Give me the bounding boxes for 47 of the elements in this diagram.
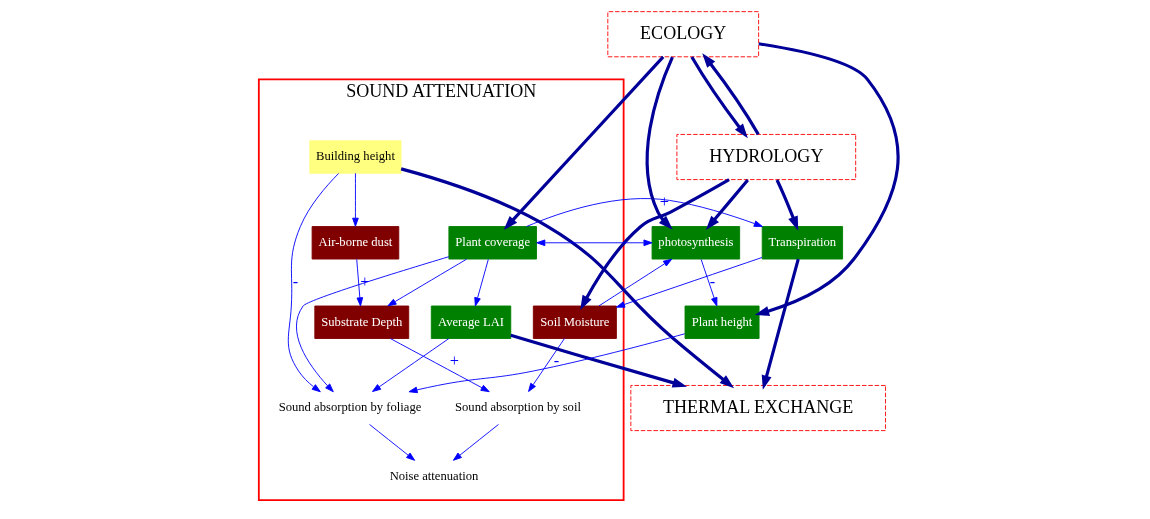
arrow <box>775 179 799 231</box>
arrow <box>754 42 900 316</box>
arrow <box>700 258 718 307</box>
node-text: Noise attenuation <box>389 469 479 483</box>
arrow <box>510 333 688 388</box>
node-box: Transpiration <box>761 226 844 260</box>
arrow <box>372 338 450 392</box>
arrow <box>296 256 450 393</box>
arrow <box>690 56 748 139</box>
arrow <box>287 172 340 393</box>
arrow <box>536 239 653 247</box>
edge-label: - <box>553 351 560 370</box>
arrow <box>580 178 730 310</box>
node-box: THERMAL EXCHANGE <box>630 385 886 432</box>
node-box: Substrate Depth <box>314 305 410 339</box>
node-box: Average LAI <box>430 305 512 339</box>
arrow <box>702 53 760 136</box>
arrow <box>356 258 364 307</box>
arrow <box>408 333 686 394</box>
edge-label: - <box>292 272 299 291</box>
arrow <box>705 178 749 230</box>
arrow <box>503 55 665 231</box>
arrow <box>352 172 359 227</box>
arrow <box>528 338 565 392</box>
arrow <box>761 258 800 390</box>
arrow <box>369 424 416 461</box>
node-text: Sound absorption by soil <box>455 400 581 415</box>
arrow <box>474 258 489 307</box>
node-box: Plant coverage <box>448 226 537 260</box>
node-box: HYDROLOGY <box>676 134 857 181</box>
edge-label: + <box>449 351 459 370</box>
arrow <box>645 56 674 230</box>
node-box: photosynthesis <box>651 226 741 260</box>
edge-label: - <box>709 272 716 291</box>
node-text: Sound absorption by foliage <box>278 400 422 415</box>
arrow <box>598 258 673 307</box>
arrow <box>452 424 499 461</box>
arrow <box>616 257 763 308</box>
arrow <box>526 198 763 227</box>
node-box: ECOLOGY <box>607 11 760 58</box>
node-box: Air-borne dust <box>311 226 400 260</box>
node-box: Building height <box>309 140 402 174</box>
node-box: Plant height <box>684 305 760 339</box>
node-box: Soil Moisture <box>532 305 617 339</box>
arrow <box>387 258 467 307</box>
arrow <box>400 167 735 389</box>
arrow <box>389 338 490 393</box>
